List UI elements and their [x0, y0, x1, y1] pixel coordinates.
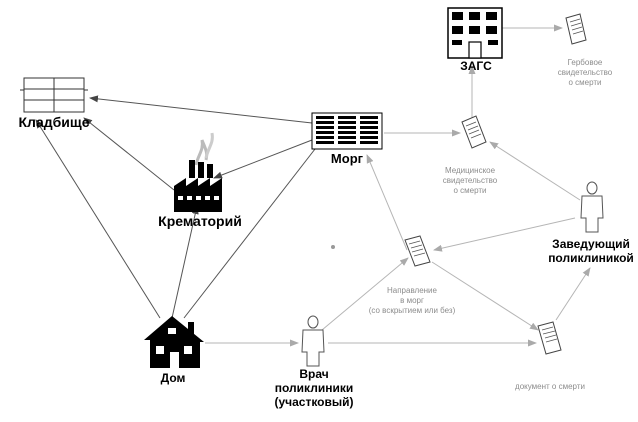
stamped-certificate-label: Гербовое свидетельство о смерти	[557, 58, 613, 87]
arrow-morgue-to-cemetery	[89, 95, 313, 124]
morgue-referral-document-icon	[404, 235, 431, 267]
arrow-death-doc-to-head	[555, 267, 591, 321]
medical-certificate-document-icon	[461, 115, 487, 149]
clinic-head-person-icon	[580, 181, 604, 233]
home-icon	[144, 316, 204, 368]
arrow-referral-to-morgue	[366, 154, 408, 251]
arrow-home-to-cemetery	[35, 119, 161, 319]
dark-arrows	[35, 95, 323, 319]
zags-label: ЗАГС	[460, 59, 492, 73]
arrow-morgue-to-crematorium	[213, 139, 313, 179]
arrow-home-to-morgue	[183, 139, 323, 319]
arrow-home-to-crematorium	[171, 205, 199, 319]
crematorium-factory-icon	[174, 132, 222, 212]
arrow-referral-to-death-doc	[431, 261, 539, 331]
morgue-building-icon	[311, 112, 383, 150]
death-document-icon	[537, 321, 562, 355]
arrow-doctor-to-referral	[321, 257, 409, 331]
arrow-head-to-referral	[433, 217, 576, 252]
doctor-person-icon	[301, 315, 325, 367]
cemetery-icon	[20, 77, 88, 113]
arrow-head-to-med-cert	[489, 141, 581, 201]
morgue-label: Морг	[330, 151, 364, 166]
stamped-certificate-document-icon	[565, 13, 587, 45]
arrow-crematorium-to-cemetery	[83, 117, 175, 191]
zags-building-icon	[447, 7, 503, 59]
morgue-referral-label: Направление в морг (со вскрытием или без…	[368, 286, 456, 315]
crematorium-label: Крематорий	[158, 213, 242, 229]
doctor-label: Врач поликлиники (участковый)	[274, 367, 354, 409]
medical-certificate-label: Медицинское свидетельство о смерти	[442, 166, 498, 195]
death-document-label: документ о смерти	[515, 382, 585, 391]
clinic-head-label: Заведующий поликлиникой	[548, 237, 634, 265]
home-label: Дом	[160, 371, 186, 385]
cemetery-label: Кладбище	[18, 114, 90, 130]
center-dot	[331, 245, 335, 249]
gray-arrows	[205, 24, 591, 347]
